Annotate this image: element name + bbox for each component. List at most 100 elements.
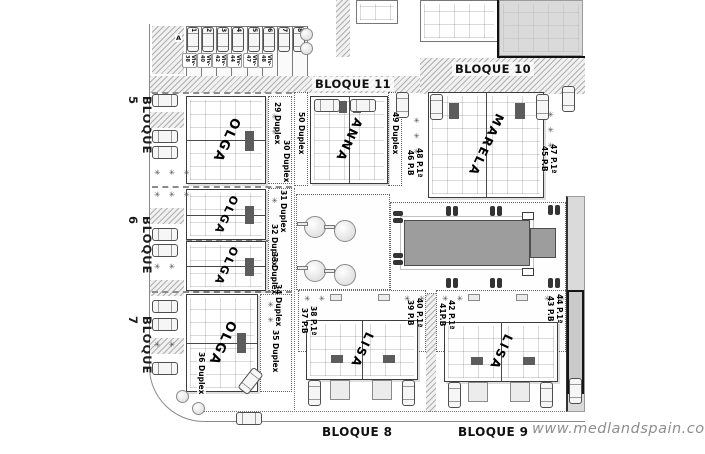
guest-parking-row: 1 Viv-38 2 Viv-40 3 Viv-42 4 Viv-44 5 Vi… bbox=[182, 26, 308, 76]
unit-label: 36 Duplex bbox=[197, 352, 206, 395]
unit-label: 30 Duplex bbox=[282, 140, 291, 183]
shrub-icon: ✳ ✳ bbox=[404, 294, 428, 303]
pergola bbox=[378, 294, 390, 301]
neighbour-building bbox=[356, 0, 398, 24]
stairs bbox=[449, 103, 459, 119]
terrace bbox=[510, 382, 530, 402]
party-wall bbox=[501, 323, 502, 381]
bush-icon bbox=[300, 28, 313, 41]
lounger-icon bbox=[453, 206, 458, 216]
sun-loungers bbox=[393, 211, 403, 223]
stall-number: 3 bbox=[220, 28, 228, 33]
car-icon bbox=[217, 27, 230, 52]
bush-icon bbox=[176, 390, 189, 403]
pergola bbox=[516, 294, 528, 301]
footpath bbox=[336, 0, 350, 57]
garden bbox=[268, 96, 292, 184]
viv-label: Viv-40 bbox=[197, 53, 213, 68]
out-of-plan-area bbox=[499, 0, 583, 56]
shrub-icon: ✳ ✳ bbox=[266, 300, 275, 327]
parking-stall: 4 Viv-44 bbox=[227, 27, 246, 76]
building-interior bbox=[424, 4, 494, 38]
tree-icon bbox=[304, 216, 326, 238]
party-wall bbox=[187, 266, 265, 267]
parcel-border bbox=[497, 56, 585, 58]
unit-label: 46 P.B bbox=[406, 149, 415, 176]
pool-steps bbox=[530, 228, 556, 258]
building-olga-33-34: OLGA bbox=[186, 241, 266, 291]
unit-label: 49 Duplex bbox=[391, 112, 400, 155]
unit-label: 31 Duplex bbox=[279, 190, 288, 233]
car-icon bbox=[202, 27, 215, 52]
stall-number: 4 bbox=[235, 28, 243, 33]
neighbour-building bbox=[420, 0, 498, 42]
party-wall bbox=[362, 321, 363, 379]
unit-label: 34 Duplex bbox=[274, 284, 283, 327]
viv-label: Viv-48 bbox=[258, 53, 273, 68]
viv-label: Viv-42 bbox=[212, 53, 228, 68]
building-marela-45-48: MARELA bbox=[428, 92, 544, 198]
car-icon bbox=[152, 228, 178, 241]
building-interior bbox=[360, 4, 394, 20]
shrub-icon: ✳ ✳ bbox=[270, 112, 279, 139]
parking-stall: 5 Viv-47 bbox=[243, 27, 262, 76]
car-icon bbox=[448, 382, 461, 408]
lounger-icon bbox=[393, 260, 403, 265]
terrace bbox=[372, 380, 392, 400]
stall-number: 5 bbox=[250, 28, 258, 33]
stall-number: 6 bbox=[265, 28, 273, 33]
bench-icon bbox=[324, 269, 335, 273]
shrub-icon: ✳ ✳ bbox=[442, 294, 466, 303]
lounger-icon bbox=[446, 278, 451, 288]
bench-icon bbox=[324, 225, 335, 229]
sun-loungers bbox=[393, 253, 403, 265]
car-icon bbox=[350, 99, 376, 112]
pergola bbox=[330, 294, 342, 301]
car-icon bbox=[430, 94, 443, 120]
unit-label: 50 Duplex bbox=[297, 112, 306, 155]
sun-loungers bbox=[548, 278, 560, 288]
bench-icon bbox=[297, 222, 308, 226]
party-wall bbox=[349, 97, 350, 183]
street-label-bloque-8: BLOQUE 8 bbox=[322, 425, 393, 439]
unit-label: 44 P.1ª bbox=[555, 294, 564, 324]
tree-icon bbox=[334, 264, 356, 286]
car-icon bbox=[152, 130, 178, 143]
terrace bbox=[468, 382, 488, 402]
sun-loungers bbox=[446, 278, 458, 288]
watermark: www.medlandspain.com bbox=[532, 421, 705, 437]
unit-label: 41P.B bbox=[438, 303, 447, 327]
car-icon bbox=[396, 92, 409, 118]
road-crossing bbox=[150, 338, 184, 354]
parcel-border bbox=[497, 0, 499, 58]
lounger-icon bbox=[446, 206, 451, 216]
car-icon bbox=[536, 94, 549, 120]
viv-label: Viv-44 bbox=[227, 53, 243, 68]
car-icon bbox=[236, 412, 262, 425]
lounger-icon bbox=[490, 206, 495, 216]
unit-label: 37 P.B bbox=[300, 307, 309, 334]
lot-divider bbox=[294, 188, 295, 410]
party-wall bbox=[187, 140, 265, 141]
sun-loungers bbox=[446, 206, 458, 216]
unit-label: 45 P.B bbox=[540, 145, 549, 172]
car-icon bbox=[402, 380, 415, 406]
car-icon bbox=[152, 300, 178, 313]
unit-label: 48 P.1ª bbox=[415, 148, 424, 178]
unit-label: 35 Duplex bbox=[271, 330, 280, 373]
unit-label: 43 P.B bbox=[546, 295, 555, 322]
shrub-icon: ✳ ✳ bbox=[154, 262, 178, 271]
lounger-icon bbox=[497, 206, 502, 216]
shrub-icon: ✳ bbox=[270, 196, 279, 207]
parking-stall: 7 bbox=[276, 27, 292, 76]
building-lisa-41-44: LISA bbox=[444, 322, 558, 382]
stall-number: 1 bbox=[190, 28, 197, 33]
stairs bbox=[339, 101, 347, 113]
road-crossing bbox=[150, 112, 184, 128]
unit-label: 40 P.1ª bbox=[415, 298, 424, 328]
stairs bbox=[523, 357, 535, 365]
unit-label: 38 P.1ª bbox=[309, 306, 318, 336]
stairs bbox=[245, 131, 254, 151]
lounger-icon bbox=[497, 278, 502, 288]
stairs bbox=[471, 357, 483, 365]
